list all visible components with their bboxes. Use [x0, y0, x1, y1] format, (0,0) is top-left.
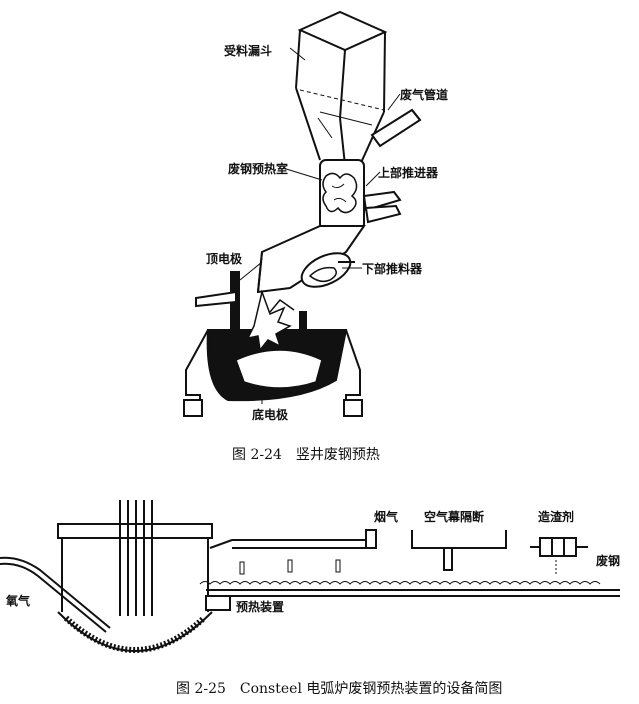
- inclined-chute: [256, 225, 366, 294]
- label-offgas-duct: 废气管道: [400, 88, 449, 102]
- label-preheat-chamber: 废钢预热室: [228, 162, 289, 176]
- preheat-tunnel: [205, 529, 620, 611]
- caption-fig-2-25: 图 2-25 Consteel 电弧炉废钢预热装置的设备简图: [176, 681, 503, 697]
- label-air-curtain: 空气幕隔断: [424, 510, 485, 524]
- slag-additive-feeder: [530, 537, 588, 574]
- furnace-body: [183, 289, 363, 417]
- label-hopper: 受料漏斗: [224, 44, 273, 58]
- label-slag-former: 造渣剂: [538, 510, 575, 524]
- label-upper-pusher: 上部推进器: [378, 166, 439, 180]
- scrap-bed: [199, 559, 601, 585]
- preheat-chamber: [319, 159, 365, 231]
- label-oxygen: 氧气: [6, 594, 31, 608]
- label-top-electrode: 顶电极: [206, 252, 243, 266]
- label-bottom-electrode: 底电极: [252, 408, 289, 422]
- callout-lines: [239, 47, 401, 404]
- caption-fig-2-24: 图 2-24 竖井废钢预热: [232, 447, 380, 463]
- consteel-furnace: [57, 500, 213, 653]
- label-lower-pusher: 下部推料器: [362, 262, 423, 276]
- oxygen-lance: [0, 556, 111, 633]
- feed-hopper: [295, 10, 388, 166]
- upper-pusher: [362, 190, 402, 224]
- label-scrap: 废钢: [596, 554, 621, 568]
- offgas-duct: [370, 108, 422, 148]
- label-flue-gas: 烟气: [374, 510, 399, 524]
- lower-pusher: [300, 252, 355, 288]
- label-preheat-device: 预热装置: [236, 600, 285, 614]
